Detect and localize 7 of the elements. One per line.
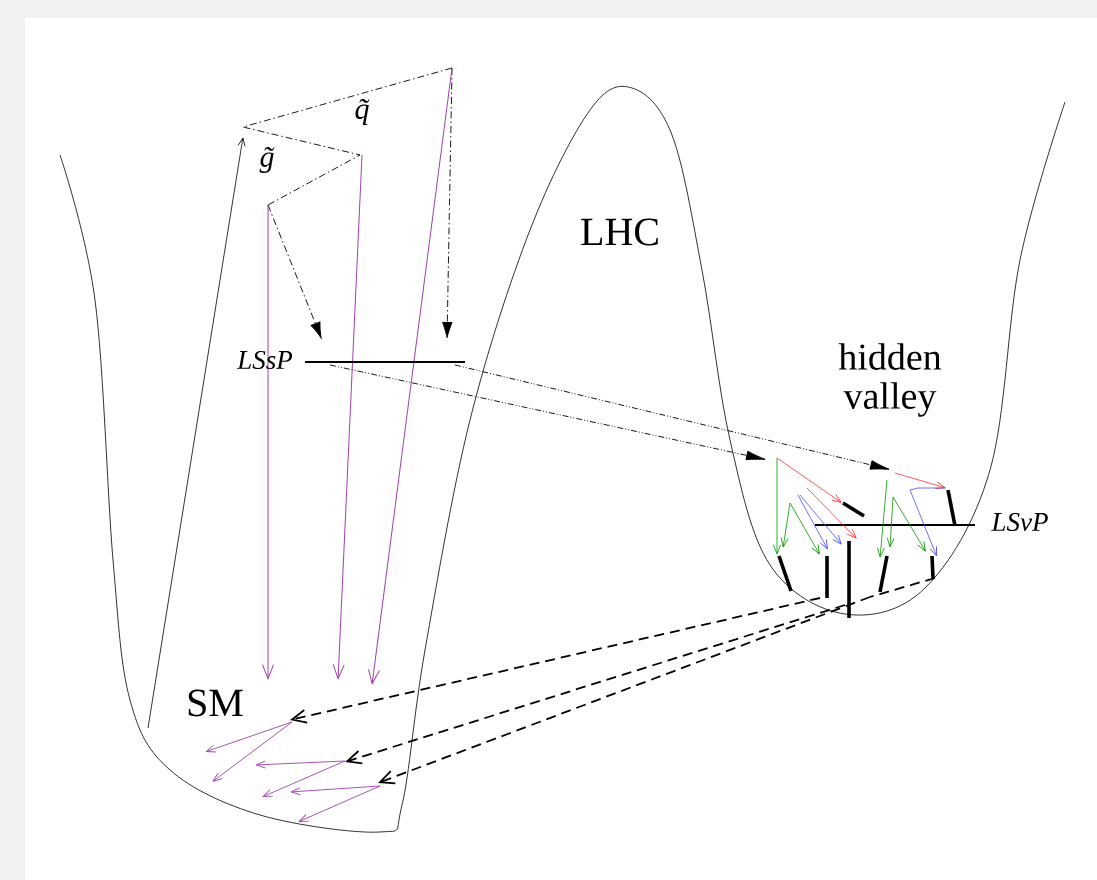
level-label: LSvP [991,512,1048,532]
level-label: LSsP [236,350,293,370]
particle-label: q̃ [355,98,370,125]
region-label: SM [188,689,243,717]
region-label: hidden valley [838,343,942,417]
particle-label: g̃ [259,147,275,173]
region-label: LHC [581,218,658,246]
